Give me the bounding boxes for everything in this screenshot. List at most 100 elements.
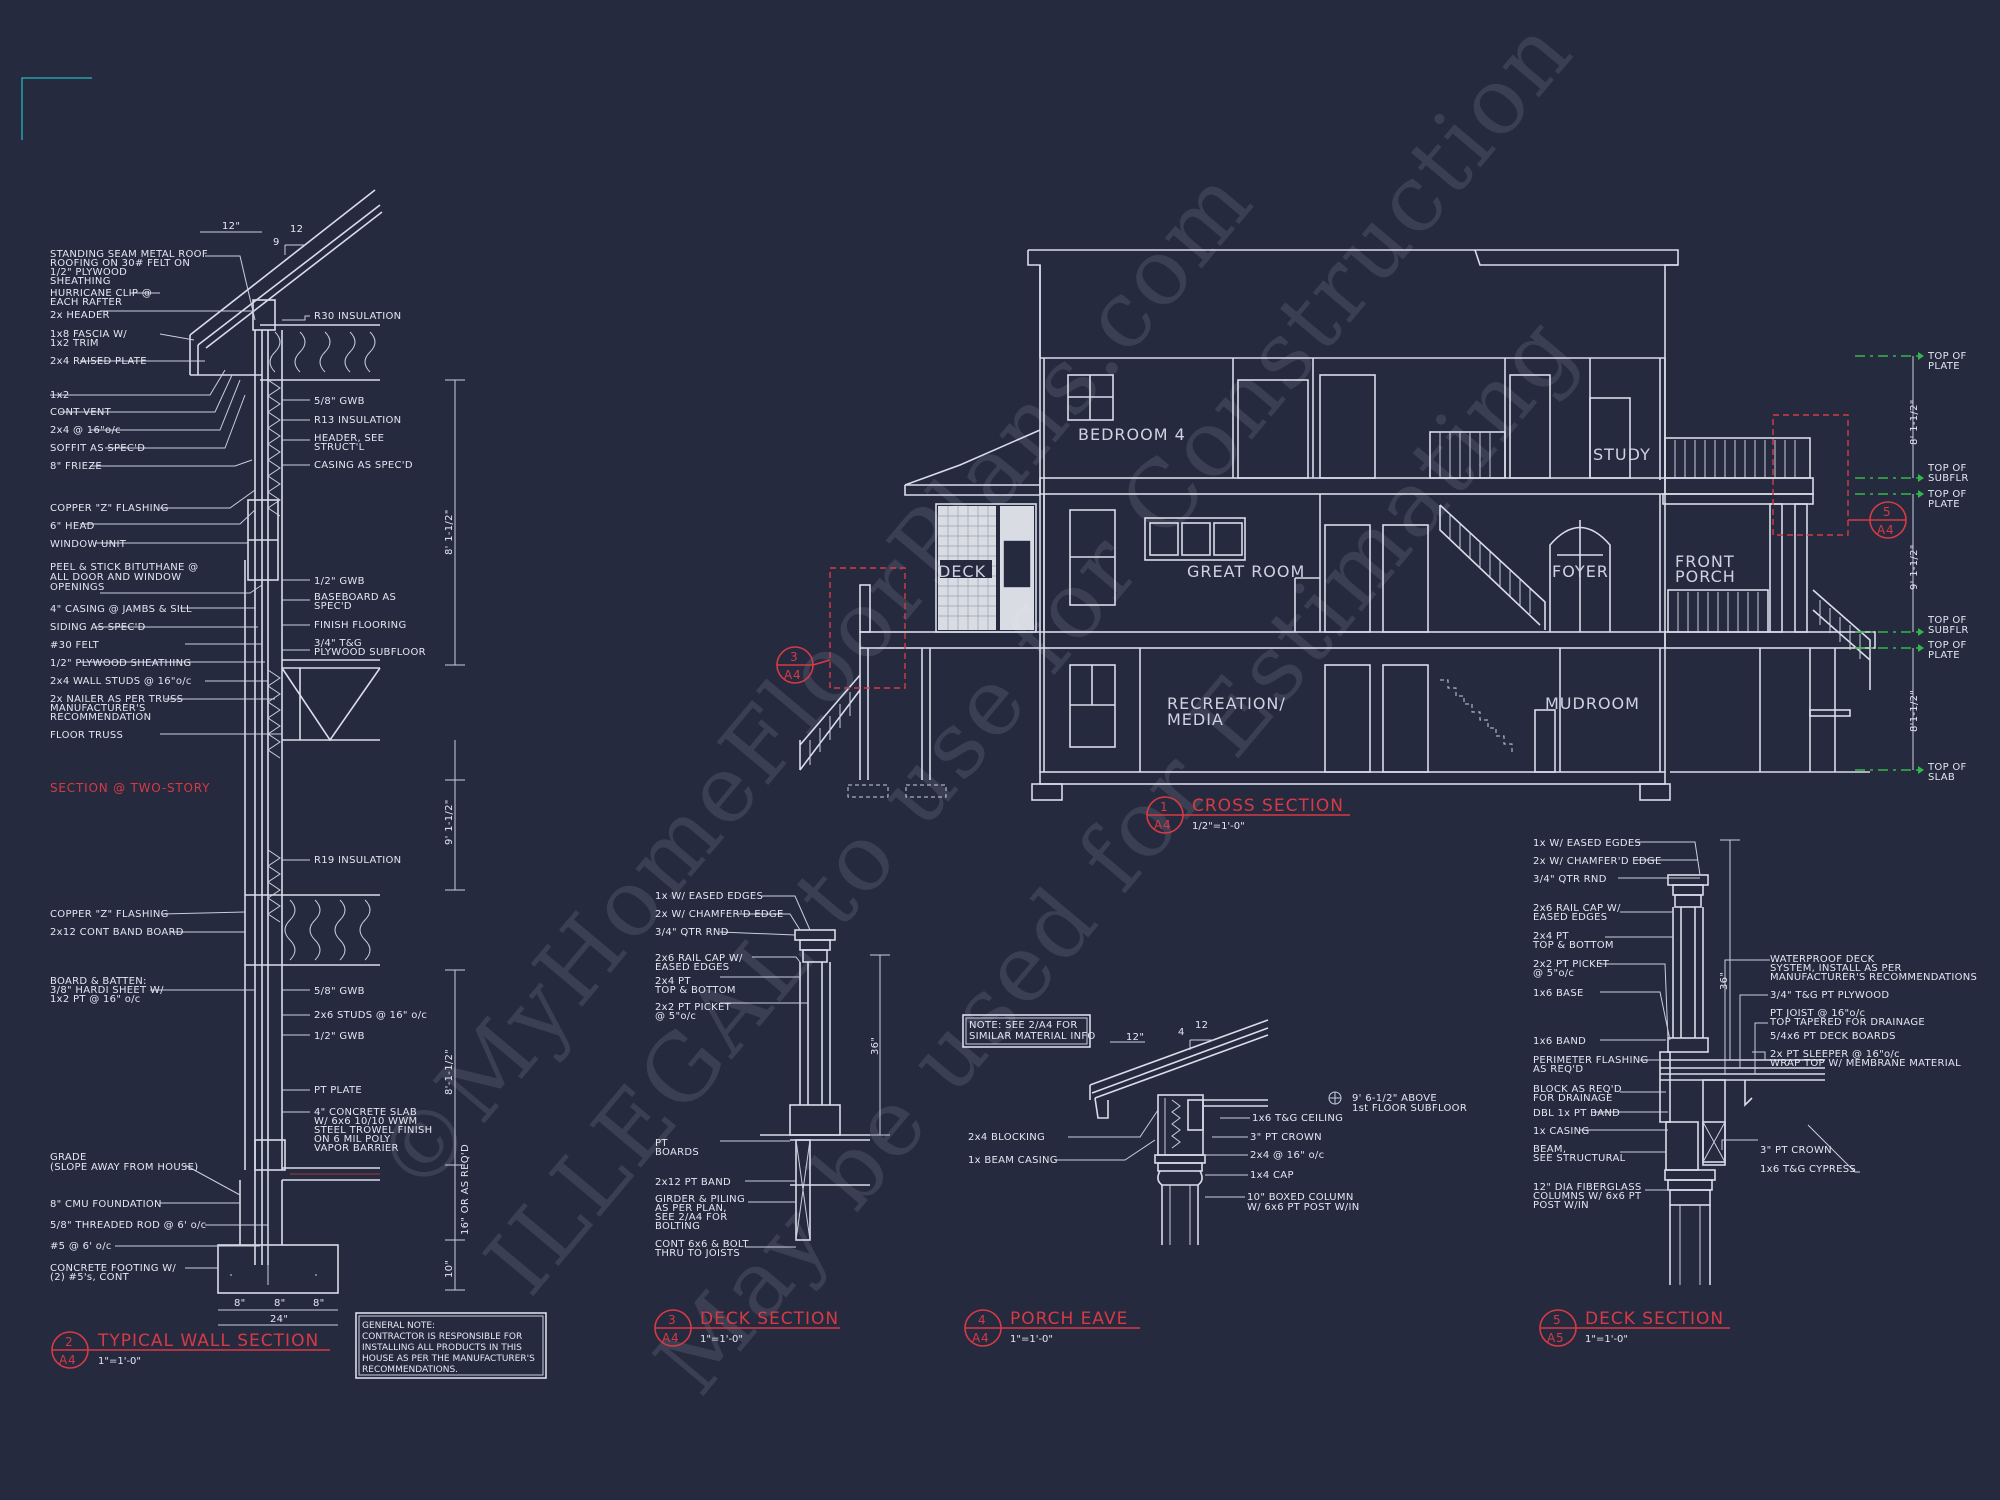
label: WATERPROOF DECK [1770,954,1875,965]
label: CONT VENT [50,407,112,418]
level-label: SUBFLR [1928,473,1969,484]
label: 1x8 FASCIA W/ [50,329,127,340]
callout-number: 5 [1883,505,1891,519]
label: #30 FELT [50,640,100,651]
room-media: MEDIA [1167,710,1224,729]
level-label: SLAB [1928,772,1955,783]
label: 1x2 PT @ 16" o/c [50,994,141,1005]
dim: 36" [1719,972,1730,990]
label: 4" CONCRETE SLAB [314,1107,417,1118]
label: 2x2 PT PICKET [655,1002,732,1013]
title-sheet: A4 [662,1331,679,1345]
level-label: TOP OF [1927,463,1967,474]
label: 1/2" GWB [314,576,365,587]
label: BOARD & BATTEN: [50,976,147,987]
wall-section-labels-right: R30 INSULATION 5/8" GWB R13 INSULATION H… [222,221,535,1375]
level-dim: 8' 1-1/2" [1909,399,1920,445]
dim: 8'-1-1/2" [444,1049,455,1095]
title-cross-section: 1 A4 CROSS SECTION 1/2"=1'-0" [1146,796,1350,834]
label: POST W/IN [1533,1200,1589,1211]
label: AS PER PLAN, [655,1203,727,1214]
label: R19 INSULATION [314,855,401,866]
label: 1x6 BASE [1533,988,1584,999]
title-typical-wall-section: 2 A4 TYPICAL WALL SECTION 1"=1'-0" [51,1331,330,1369]
label: 3/4" QTR RND [655,927,729,938]
label: 5/8" GWB [314,396,365,407]
title-name: TYPICAL WALL SECTION [97,1331,319,1351]
label: OPENINGS [50,582,105,593]
section-two-story-label: SECTION @ TWO-STORY [50,781,210,795]
label: FLOOR TRUSS [50,730,123,741]
level-label: TOP OF [1927,640,1967,651]
label: 1x6 BAND [1533,1036,1586,1047]
label: RECOMMENDATION [50,712,151,723]
dim: 9' 1-1/2" [444,799,455,845]
general-note-line: INSTALLING ALL PRODUCTS IN THIS [362,1343,522,1353]
label: 2x6 RAIL CAP W/ [1533,903,1621,914]
deck-section-5-labels-left: 1x W/ EASED EGDES 2x W/ CHAMFER'D EDGE 3… [1532,838,1661,1211]
label: BLOCK AS REQ'D [1533,1084,1622,1095]
label: 1x2 TRIM [50,338,99,349]
level-dim: 9' 1-1/2" [1909,544,1920,590]
label: 2x4 @ 16" o/c [1250,1150,1324,1161]
label: STANDING SEAM METAL ROOF [50,249,208,260]
label: 1x W/ EASED EGDES [1533,838,1641,849]
room-bedroom: BEDROOM 4 [1078,425,1186,444]
general-note-line: RECOMMENDATIONS. [362,1365,458,1375]
label: 1x BEAM CASING [968,1155,1058,1166]
level-dim: 8'1-1/2" [1909,690,1920,732]
wall-section-labels-left: STANDING SEAM METAL ROOF ROOFING ON 30# … [50,249,210,1283]
label: PLYWOOD SUBFLOOR [314,647,426,658]
label: 3" PT CROWN [1250,1132,1322,1143]
label: THRU TO JOISTS [654,1248,740,1259]
label: 10" BOXED COLUMN [1247,1192,1354,1203]
label: 2x W/ CHAMFER'D EDGE [655,909,784,920]
room-foyer: FOYER [1552,562,1609,581]
label: 2x2 PT PICKET [1533,959,1610,970]
label: 2x6 STUDS @ 16" o/c [314,1010,427,1021]
callout-3-a4: 3 A4 [776,646,831,684]
label: WRAP TOP W/ MEMBRANE MATERIAL [1770,1058,1961,1069]
watermark-line-1: ©MyHomeFloorPlans.com [355,148,1274,1215]
title-number: 3 [668,1313,676,1327]
level-label: PLATE [1928,361,1960,372]
title-sheet: A4 [972,1331,989,1345]
callout-number: 3 [790,650,798,664]
porch-eave-drawing [962,1014,1342,1245]
label: 2x NAILER AS PER TRUSS [50,694,183,705]
label: PT JOIST @ 16"o/c [1770,1008,1865,1019]
room-mudroom: MUDROOM [1545,694,1640,713]
level-label: TOP OF [1927,615,1967,626]
label: @ 5"o/c [655,1011,696,1022]
dim: 16" OR AS REQ'D [460,1144,471,1235]
label: 2x HEADER [50,310,110,321]
label: (SLOPE AWAY FROM HOUSE) [50,1162,198,1173]
title-sheet: A4 [59,1353,76,1367]
label: CASING AS SPEC'D [314,460,413,471]
label: 2x PT SLEEPER @ 16"o/c [1770,1049,1900,1060]
label: SIDING AS SPEC'D [50,622,146,633]
label: W/ 6x6 10/10 WWM [314,1116,417,1127]
dim: 36" [870,1037,881,1055]
level-label: TOP OF [1927,762,1967,773]
dim: 9 [273,237,280,248]
label: CONCRETE FOOTING W/ [50,1263,176,1274]
watermark-line-2: ILLEGAL to use for Construction [465,0,1594,1314]
label: 1/2" PLYWOOD [50,267,127,278]
label: BOLTING [655,1221,700,1232]
label: 1x4 CAP [1250,1170,1294,1181]
room-rec: RECREATION/ [1167,694,1286,713]
label: TOP TAPERED FOR DRAINAGE [1769,1017,1925,1028]
deck-section-3-drawing [719,895,890,1248]
level-label: PLATE [1928,650,1960,661]
label: PEEL & STICK BITUTHANE @ [50,562,198,573]
label: 2x4 PT [655,976,691,987]
label: 1/2" GWB [314,1031,365,1042]
title-name: DECK SECTION [1585,1309,1724,1329]
label: FOR DRAINAGE [1533,1093,1613,1104]
label: 8" FRIEZE [50,461,102,472]
dim: 10" [444,1260,455,1278]
label: 3/4" QTR RND [1533,874,1607,885]
deck-section-5-labels-right: WATERPROOF DECK SYSTEM, INSTALL AS PER M… [1719,954,1977,1175]
dim: 8" [274,1298,286,1309]
